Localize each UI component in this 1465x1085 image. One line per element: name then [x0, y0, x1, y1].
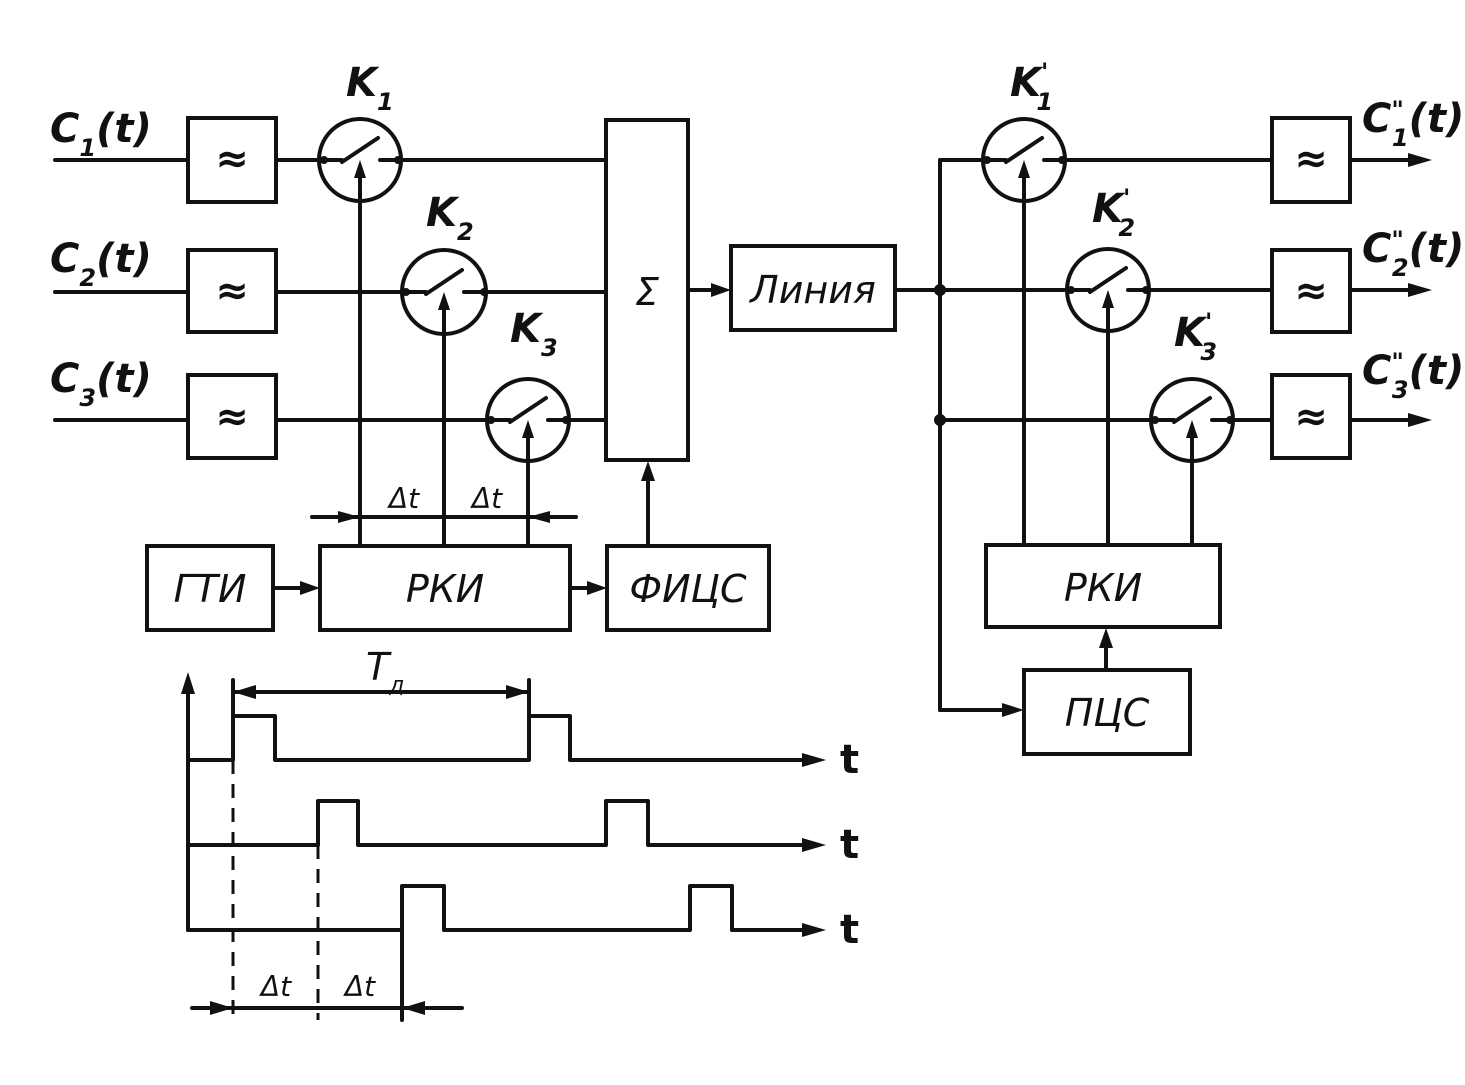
- gti-block-label: ГТИ: [174, 567, 247, 611]
- arrowhead: [438, 292, 450, 310]
- input-label-c2: C2(t): [50, 236, 152, 292]
- arrowhead: [506, 685, 529, 699]
- tx-switch-k3-label: K3: [510, 306, 558, 362]
- rx-switch-k3-label: K'3: [1174, 308, 1217, 366]
- arrowhead: [233, 685, 256, 699]
- tx-switch-k2-label: K2: [426, 190, 474, 246]
- rx-filter-1: [1270, 116, 1352, 204]
- output-label-c1: C"1(t): [1362, 96, 1464, 152]
- arrowhead: [402, 1001, 425, 1015]
- tx-filter-3: [186, 373, 278, 460]
- tx-filter-2: [186, 248, 278, 334]
- arrowhead: [1002, 703, 1024, 717]
- tx-dt-label-1: Δt: [387, 482, 420, 515]
- arrowhead: [338, 511, 360, 523]
- rki-tx-block: [318, 544, 572, 632]
- rx-filter-3-symbol: ≈: [1294, 394, 1328, 440]
- timing-row-1: [186, 714, 807, 762]
- input-label-c1: C1(t): [50, 106, 152, 162]
- arrowhead: [1408, 283, 1432, 297]
- arrowhead: [587, 581, 607, 595]
- timing-row-3-axis-label: t: [840, 907, 859, 953]
- rx-switch-k1-label: K'1: [1010, 58, 1053, 116]
- arrowhead: [1102, 290, 1114, 308]
- pcs-block: [1022, 668, 1192, 756]
- arrowhead: [711, 283, 731, 297]
- arrowhead: [1018, 160, 1030, 178]
- tx-filter-1-symbol: ≈: [215, 136, 249, 182]
- rki-rx-block: [984, 543, 1222, 629]
- tx-filter-1: [186, 116, 278, 204]
- pcs-block-label: ПЦС: [1065, 691, 1150, 735]
- tx-filter-2-symbol: ≈: [215, 268, 249, 314]
- arrowhead: [354, 160, 366, 178]
- arrowhead: [1186, 420, 1198, 438]
- output-label-c2: C"2(t): [1362, 226, 1464, 282]
- period-label: Tд: [366, 645, 404, 698]
- arrowhead: [641, 461, 655, 481]
- output-label-c3: C"3(t): [1362, 348, 1464, 404]
- rx-filter-1-symbol: ≈: [1294, 136, 1328, 182]
- rx-filter-2-symbol: ≈: [1294, 268, 1328, 314]
- sum-symbol: Σ: [635, 270, 659, 314]
- arrowhead: [1408, 413, 1432, 427]
- timing-row-2-axis-label: t: [840, 822, 859, 868]
- tx-filter-3-symbol: ≈: [215, 394, 249, 440]
- arrowhead: [1099, 628, 1113, 648]
- input-label-c3: C3(t): [50, 356, 152, 412]
- arrowhead: [802, 838, 826, 852]
- line-block-label: Линия: [748, 268, 876, 312]
- timing-row-1-axis-label: t: [840, 737, 859, 783]
- tx-dt-label-2: Δt: [470, 482, 503, 515]
- arrowhead: [528, 511, 550, 523]
- arrowhead: [802, 923, 826, 937]
- rx-switch-k2-label: K'2: [1092, 184, 1135, 242]
- sum-block: [604, 118, 690, 462]
- rki-tx-block-label: РКИ: [406, 567, 484, 611]
- arrowhead: [181, 672, 195, 694]
- timing-dt-label-2: Δt: [343, 970, 376, 1003]
- rx-filter-3: [1270, 373, 1352, 460]
- timing-dt-label-1: Δt: [259, 970, 292, 1003]
- tx-switch-k1-label: K1: [346, 60, 394, 116]
- fics-block: [605, 544, 771, 632]
- timing-row-3: [186, 884, 807, 932]
- arrowhead: [300, 581, 320, 595]
- arrowhead: [1408, 153, 1432, 167]
- arrowhead: [210, 1001, 233, 1015]
- arrowhead: [802, 753, 826, 767]
- line-block: [729, 244, 897, 332]
- fics-block-label: ФИЦС: [629, 567, 747, 611]
- rki-rx-block-label: РКИ: [1064, 566, 1142, 610]
- rx-filter-2: [1270, 248, 1352, 334]
- timing-row-2: [186, 799, 807, 847]
- arrowhead: [522, 420, 534, 438]
